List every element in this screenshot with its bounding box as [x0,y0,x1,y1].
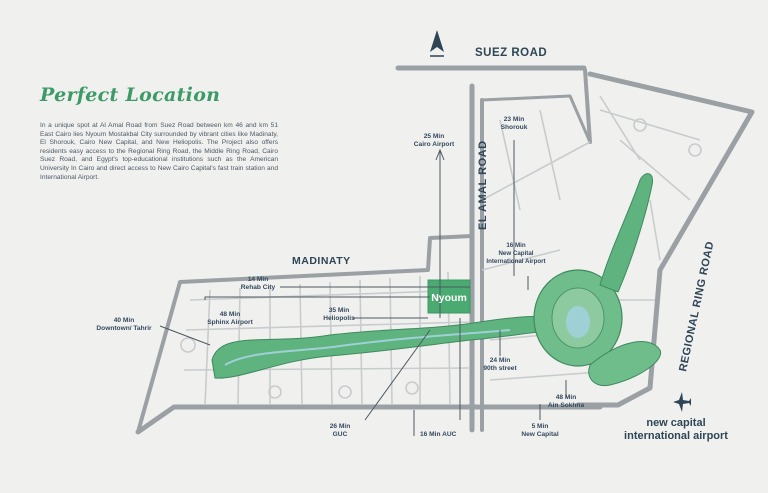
auc-time: 16 Min AUC [420,431,457,438]
cairo-airport-place: Cairo Airport [414,141,455,148]
downtown-tahrir-place: Downtown/ Tahrir [96,325,152,332]
ain-sokhna-time: 48 Min [556,394,577,401]
new-capital-airport-place-2: International Airport [486,258,545,265]
rehab-city-time: 14 Min [248,276,269,283]
new-capital-airport-time: 16 Min [506,242,525,249]
rehab-city-place: Rehab City [241,284,276,291]
project-logo: Nyoum [431,292,467,304]
new-capital-airport-place-1: New Capital [498,250,533,257]
sphinx-airport-time: 48 Min [220,311,241,318]
north-arrow-icon [430,30,444,57]
location-description: In a unique spot at Al Amal Road from Su… [40,122,278,181]
destination-labels: 25 Min Cairo Airport 23 Min Shorouk 16 M… [96,116,584,438]
road-label-el-amal: EL AMAL ROAD [477,140,489,230]
90th-street-time: 24 Min [490,357,511,364]
airplane-icon [673,392,691,412]
distance-connectors [159,140,567,436]
shorouk-time: 23 Min [504,116,525,123]
project-development [211,173,662,387]
guc-place: GUC [333,431,348,438]
new-capital-place: New Capital [521,431,559,438]
sphinx-airport-place: Sphinx Airport [207,319,253,326]
airport-label-line2: international airport [624,430,728,442]
heliopolis-time: 35 Min [329,307,350,314]
airport-label-line1: new capital [646,417,705,429]
ain-sokhna-place: Ain Sokhna [548,402,585,409]
section-heading: Perfect Location [40,84,221,106]
new-capital-time: 5 Min [532,423,549,430]
road-label-suez: SUEZ ROAD [475,47,547,59]
major-roads [135,65,755,435]
heliopolis-place: Heliopolis [323,315,355,322]
downtown-tahrir-time: 40 Min [114,317,135,324]
guc-time: 26 Min [330,423,351,430]
road-label-madinaty: MADINATY [292,255,351,267]
road-label-regional-ring: REGIONAL RING ROAD [677,240,716,372]
cairo-airport-time: 25 Min [424,133,445,140]
90th-street-place: 90th street [483,365,517,372]
shorouk-place: Shorouk [501,124,528,131]
